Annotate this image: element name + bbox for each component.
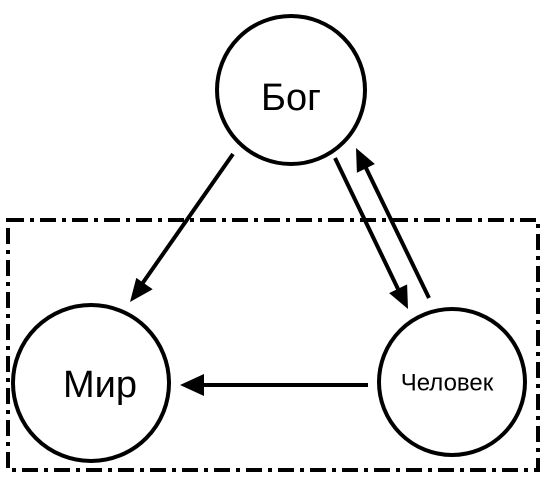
node-world-label: Мир <box>63 364 137 406</box>
dash-dot-frame <box>6 218 540 472</box>
node-god-label: Бог <box>261 77 321 119</box>
node-god: Бог <box>215 14 367 166</box>
node-god-circle <box>215 14 367 166</box>
node-human: Человек <box>377 307 527 457</box>
edge-human-to-god <box>356 148 431 299</box>
node-world: Мир <box>11 303 171 463</box>
edge-god-to-human <box>333 157 408 309</box>
node-world-circle <box>11 303 171 463</box>
edge-god-to-world <box>130 152 235 302</box>
node-human-label: Человек <box>401 369 494 396</box>
node-human-circle <box>377 307 527 457</box>
edge-human-to-world <box>180 374 368 396</box>
